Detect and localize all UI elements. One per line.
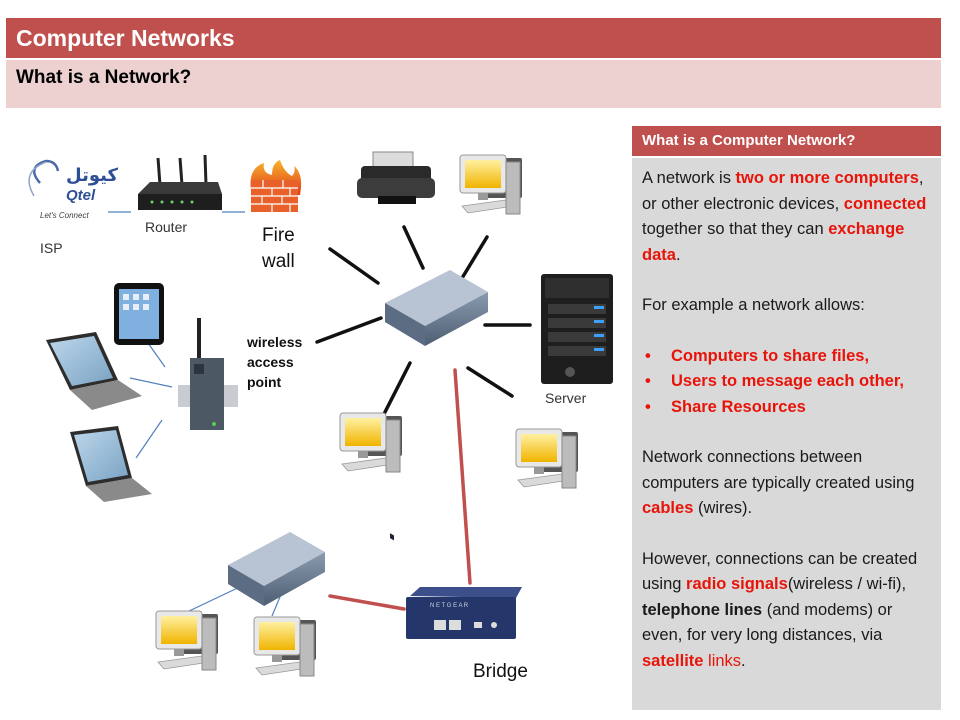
bold-text: telephone lines — [642, 600, 763, 619]
highlight-text: links — [703, 651, 742, 670]
body-text: . — [741, 651, 746, 670]
hub-icon — [228, 532, 325, 606]
highlight-text: cables — [642, 499, 694, 517]
desktop-pc-icon — [155, 610, 218, 671]
printer-icon — [357, 151, 435, 204]
highlight-text: radio signals — [686, 575, 788, 593]
uses-list-item: Users to message each other, — [642, 369, 933, 395]
isp-label: ISP — [40, 240, 63, 256]
body-text: A network is — [642, 169, 736, 187]
body-text: together so that they can — [642, 220, 829, 238]
body-text: , or other electronic devices, — [642, 169, 924, 213]
body-text: . — [675, 245, 681, 264]
firewall-icon — [250, 160, 302, 212]
body-text: Network connections between computers ar… — [642, 448, 915, 492]
svg-text:N E T G E A R: N E T G E A R — [430, 603, 469, 609]
firewall-label-line2: wall — [262, 251, 295, 272]
firewall-label-line1: Fire — [262, 225, 295, 246]
isp-logo: كيوتل Qtel Let's Connect — [28, 159, 118, 220]
highlight-text: exchange data — [642, 220, 905, 264]
desktop-pc-icon — [515, 428, 578, 489]
wap-label-line3: point — [247, 374, 282, 390]
highlight-text: connected — [843, 194, 927, 213]
definition-paragraph: A network is two or more computers, or o… — [642, 166, 933, 268]
wireless-access-point-icon — [178, 318, 238, 430]
body-text: (wires). — [693, 499, 753, 517]
server-label: Server — [545, 390, 587, 406]
highlight-text: satellite — [642, 651, 704, 670]
wap-label-line2: access — [247, 354, 294, 370]
bridge-icon: N E T G E A R — [406, 587, 522, 639]
cables-paragraph: Network connections between computers ar… — [642, 445, 933, 522]
desktop-pc-icon — [459, 154, 522, 215]
body-text: (wireless / wi-fi), — [787, 575, 907, 593]
example-intro: For example a network allows: — [642, 296, 865, 314]
server-icon — [541, 274, 613, 384]
laptop-icon — [46, 332, 142, 410]
bridge-links — [328, 368, 472, 611]
highlight-text: two or more computers — [735, 169, 919, 187]
laptop-icon — [70, 426, 152, 502]
uses-list-item: Share Resources — [642, 395, 933, 421]
desktop-pc-icon — [253, 616, 316, 677]
router-label: Router — [145, 219, 188, 235]
body-text: (and modems) or even, for very long dist… — [642, 600, 893, 645]
uses-list-item: Computers to share files, — [642, 344, 933, 370]
panel-heading: What is a Computer Network? — [632, 126, 941, 156]
tablet-icon — [114, 283, 164, 345]
logo-brand: Qtel — [66, 187, 96, 204]
uses-list: Computers to share files, Users to messa… — [642, 344, 933, 421]
logo-arabic: كيوتل — [66, 165, 118, 186]
logo-tagline: Let's Connect — [40, 211, 89, 220]
hub-icon — [385, 270, 488, 541]
router-icon — [138, 154, 222, 210]
wireless-paragraph: However, connections can be created usin… — [642, 547, 933, 675]
bridge-label: Bridge — [473, 661, 528, 682]
body-text: However, connections can be created usin… — [642, 549, 918, 594]
definition-panel: A network is two or more computers, or o… — [632, 158, 941, 710]
wap-label-line1: wireless — [247, 334, 303, 350]
desktop-pc-icon — [339, 412, 402, 473]
slide-subtitle: What is a Network? — [6, 60, 941, 108]
slide-title: Computer Networks — [6, 18, 941, 58]
